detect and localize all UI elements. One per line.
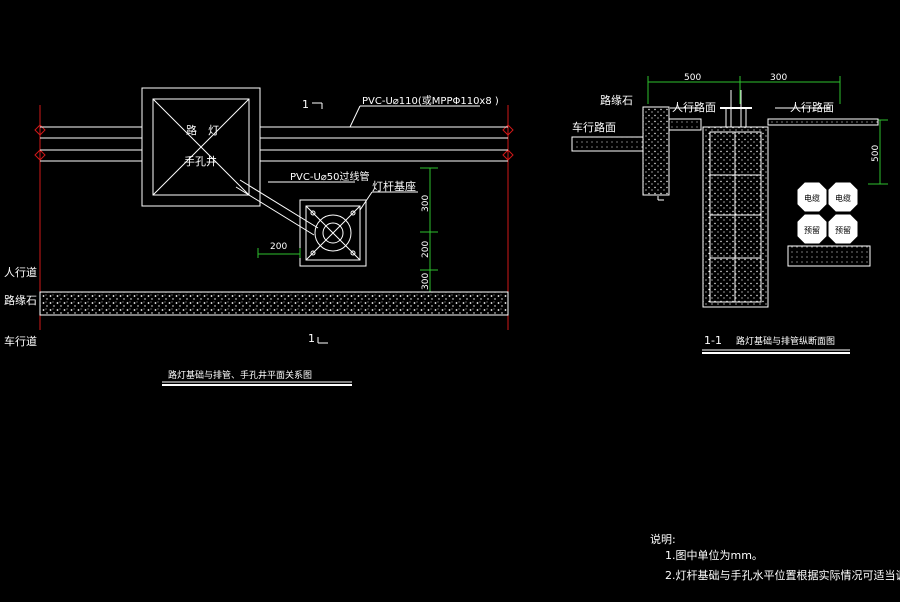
duct-label-4: 预留 <box>835 225 851 235</box>
section-mark-bottom <box>317 337 328 344</box>
dim-200-vertical: 200 <box>421 241 431 258</box>
dim-500-side: 500 <box>871 145 881 162</box>
well-label: 路 灯 <box>186 124 219 137</box>
well-label-2: 手孔井 <box>184 154 217 168</box>
carriageway-label: 车行道 <box>4 334 37 348</box>
plan-title: 路灯基础与排管、手孔井平面关系图 <box>168 369 312 381</box>
notes: 说明: 1.图中单位为mm。 2.灯杆基础与手孔水平位置根据实际情况可适当调整。 <box>650 532 900 582</box>
section-title-num: 1-1 <box>704 334 722 347</box>
duct-label-2: 电缆 <box>835 193 851 203</box>
section-mark-top-label: 1 <box>302 98 309 111</box>
notes-heading: 说明: <box>650 532 676 546</box>
pole-foundation <box>702 90 769 308</box>
dimensions <box>257 167 438 293</box>
dim-300-b: 300 <box>421 273 431 290</box>
section-mark-top <box>312 102 323 109</box>
pvc-branch-label: PVC-U⌀50过线管 <box>290 170 370 183</box>
pvc-main-label: PVC-U⌀110(或MPPΦ110x8 ) <box>362 95 499 107</box>
curb-label: 路缘石 <box>4 294 37 307</box>
section-mark-small <box>657 196 664 201</box>
pole-base <box>299 199 367 267</box>
duct-label-3: 预留 <box>804 225 820 235</box>
pole-base-label: 灯杆基座 <box>372 179 416 193</box>
sidewalk-surface-right <box>767 118 879 126</box>
duct-bank <box>787 182 871 267</box>
section-view: 500 300 500 路缘石 人行路面 人行路面 车行路面 <box>571 73 888 354</box>
sidewalk-surface-left <box>668 118 702 131</box>
plan-view: 路 灯 手孔井 PVC-U⌀110(或MPPΦ110x8 ) PVC- <box>4 87 514 386</box>
duct-pipes <box>40 126 508 162</box>
section-curb-stone <box>642 106 670 196</box>
notes-line-1: 1.图中单位为mm。 <box>665 548 763 562</box>
duct-label-1: 电缆 <box>804 193 820 203</box>
road-surface <box>571 136 644 152</box>
section-title: 路灯基础与排管纵断面图 <box>736 335 835 347</box>
notes-line-2: 2.灯杆基础与手孔水平位置根据实际情况可适当调整。 <box>665 568 900 582</box>
dim-500-top: 500 <box>684 73 701 83</box>
branch-conduit <box>235 179 319 236</box>
section-mark-bottom-label: 1 <box>308 332 315 345</box>
dim-300-a: 300 <box>421 195 431 212</box>
curb-strip <box>39 291 509 316</box>
leaders <box>268 105 480 211</box>
dim-300-top: 300 <box>770 73 787 83</box>
section-curb-label: 路缘石 <box>600 94 633 107</box>
sidewalk-label: 人行道 <box>4 265 37 279</box>
dim-200-horizontal: 200 <box>270 242 287 252</box>
road-label: 车行路面 <box>572 120 616 134</box>
handhole-well <box>141 87 261 207</box>
